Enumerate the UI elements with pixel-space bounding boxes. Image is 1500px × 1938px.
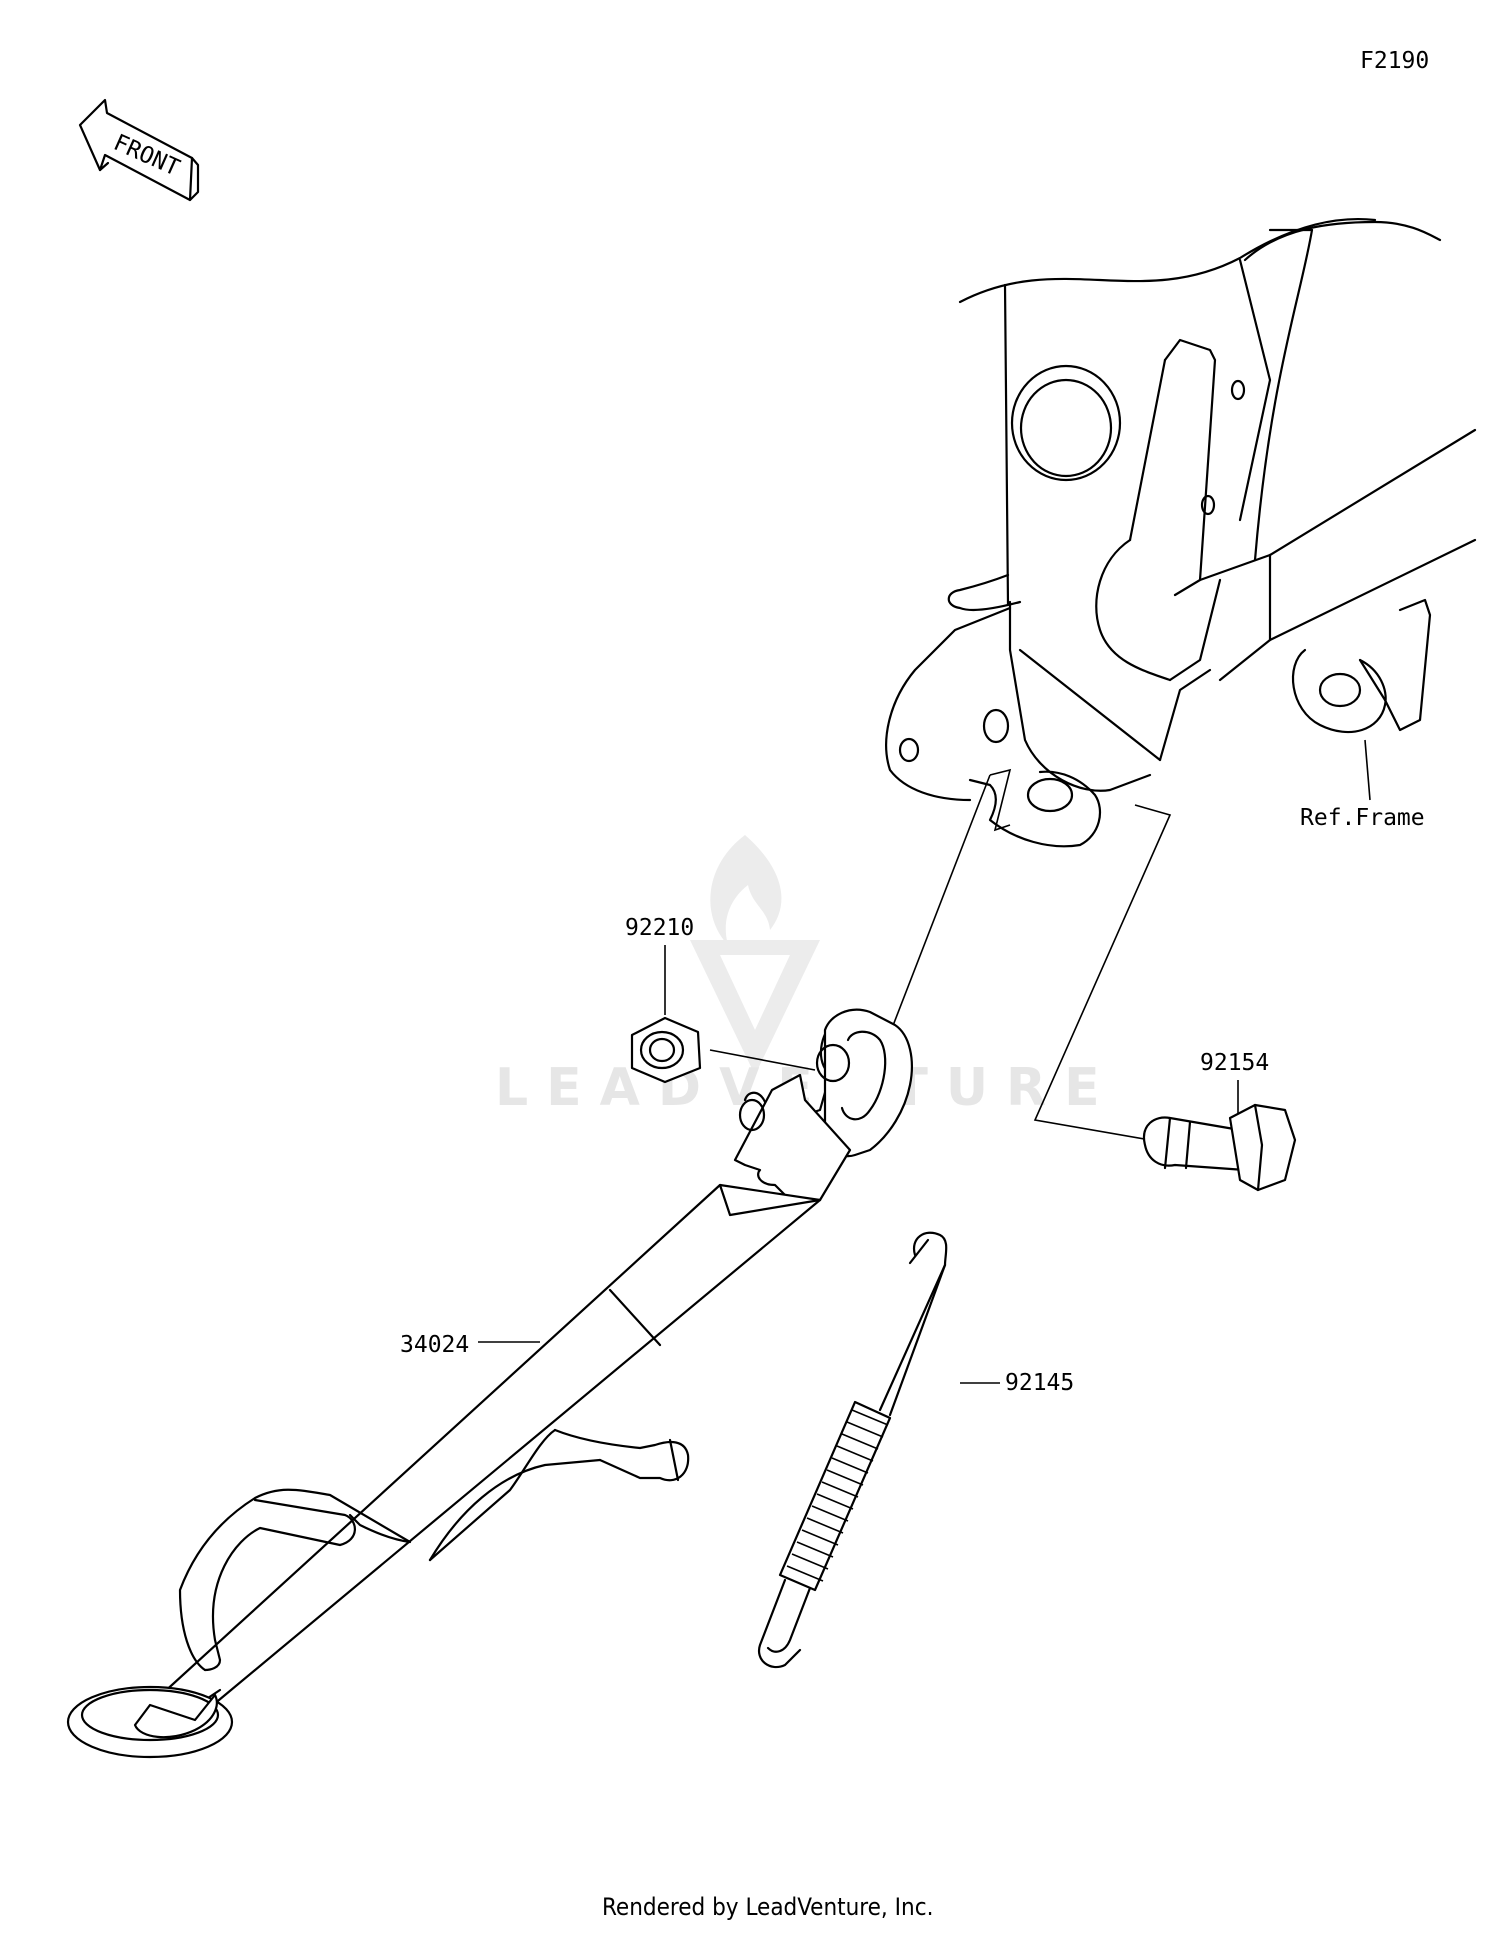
frame-assembly [885, 217, 1477, 848]
part-label-side-stand: 34024 [400, 1332, 469, 1358]
watermark: LEADVENTURE [495, 835, 1100, 1118]
bolt-part [1142, 1103, 1297, 1192]
leadventure-flame-logo-icon [690, 835, 820, 1075]
part-label-spring: 92145 [1005, 1370, 1074, 1396]
nut-part [630, 1016, 702, 1084]
footer-credit: Rendered by LeadVenture, Inc. [602, 1893, 933, 1921]
diagram-code: F2190 [1360, 48, 1429, 74]
front-direction-arrow-icon: FRONT [78, 98, 200, 202]
part-label-nut: 92210 [625, 915, 694, 941]
side-stand-part [66, 1008, 913, 1759]
leader-lines [478, 768, 1239, 1384]
ref-frame-label: Ref.Frame [1300, 805, 1425, 831]
part-label-bolt: 92154 [1200, 1050, 1269, 1076]
spring-part [757, 1231, 948, 1669]
